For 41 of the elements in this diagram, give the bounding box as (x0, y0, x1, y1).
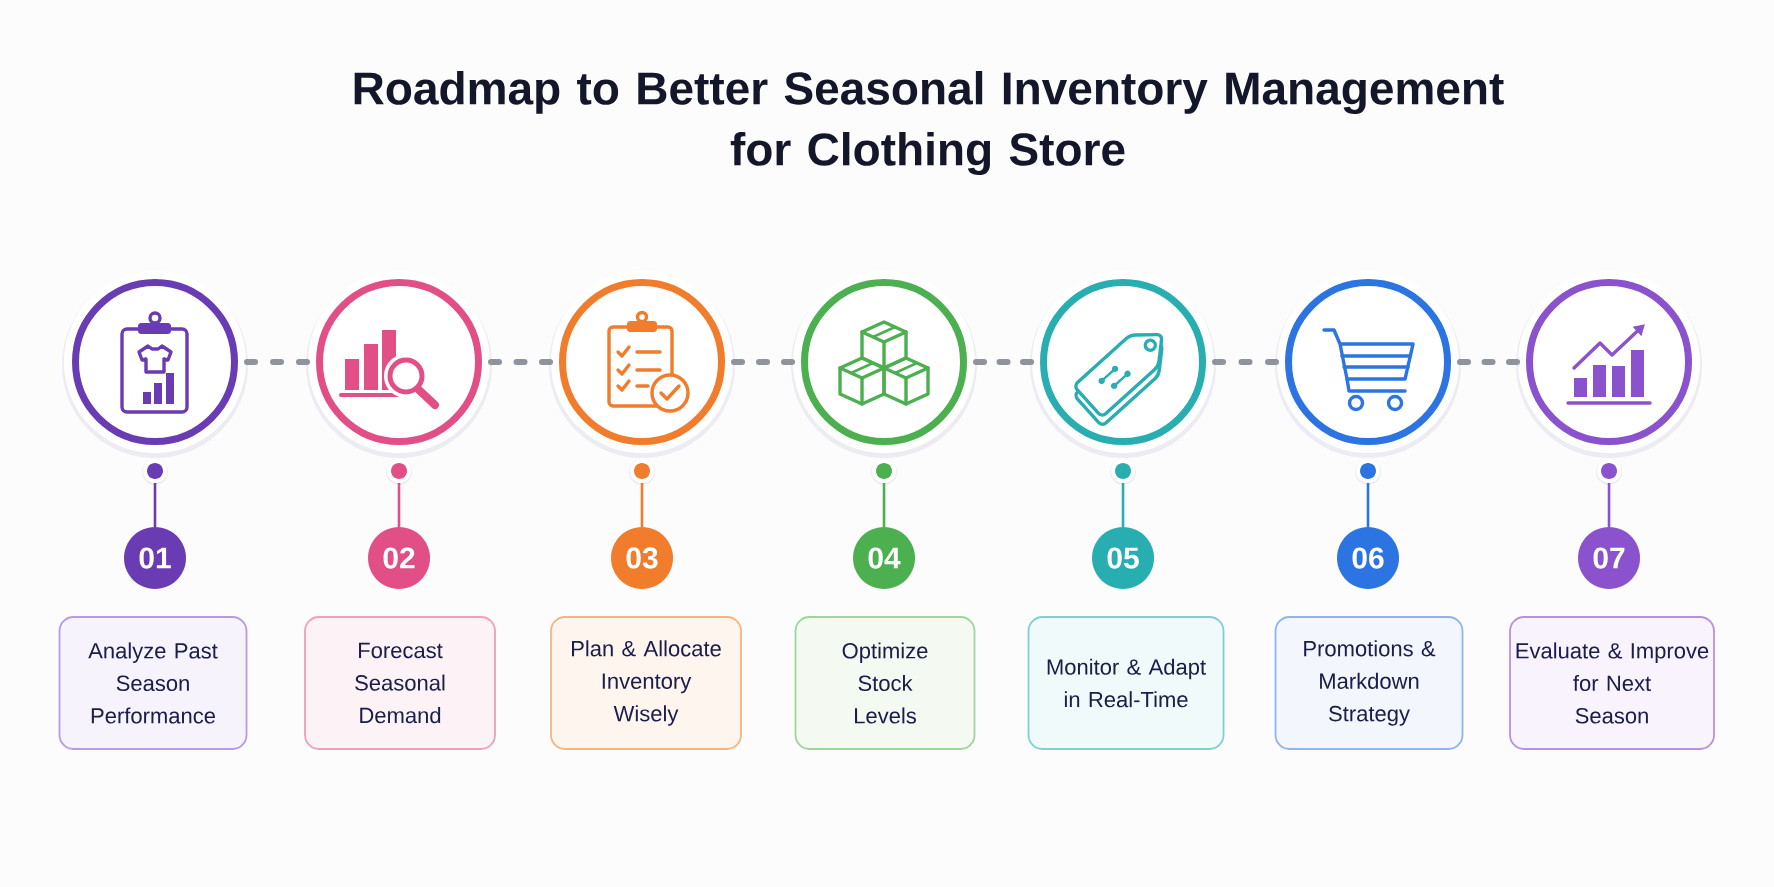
step-card: Analyze Past Season Performance (58, 616, 248, 750)
connector-line (640, 483, 644, 527)
step-card: Evaluate & Improve for Next Season (1509, 616, 1715, 750)
dashed-line (973, 359, 1034, 365)
step-card: Optimize Stock Levels (794, 616, 976, 750)
connector-line (153, 483, 157, 527)
number-badge: 01 (124, 527, 186, 589)
dot (1110, 459, 1136, 485)
dashed-line (731, 359, 795, 365)
number-badge: 05 (1092, 527, 1154, 589)
dot (142, 459, 168, 485)
circle-frame (62, 271, 248, 458)
dot (871, 459, 897, 485)
dashed-line (244, 359, 310, 365)
circle-frame (1275, 271, 1461, 458)
step-card: Forecast Seasonal Demand (304, 616, 496, 750)
number-badge: 02 (368, 527, 430, 589)
number-badge: 06 (1337, 527, 1399, 589)
circle-frame (549, 271, 735, 458)
step-card: Plan & Allocate Inventory Wisely (550, 616, 742, 750)
dot (1596, 459, 1622, 485)
circle-frame (306, 271, 492, 458)
dashed-line (488, 359, 553, 365)
number-badge: 03 (611, 527, 673, 589)
circle-frame (791, 271, 977, 458)
dashed-line (1212, 359, 1279, 365)
number-badge: 04 (853, 527, 915, 589)
connector-line (1607, 483, 1611, 527)
circle-frame (1516, 271, 1702, 458)
title: Roadmap to Better Seasonal Inventory Management for Clothing Store (354, 70, 1504, 176)
dot (1355, 459, 1381, 485)
step-card: Promotions & Markdown Strategy (1274, 616, 1464, 750)
connector-line (1366, 483, 1370, 527)
dot (629, 459, 655, 485)
number-badge: 07 (1578, 527, 1640, 589)
step-card: Monitor & Adapt in Real-Time (1027, 616, 1225, 750)
dashed-line (1457, 359, 1520, 365)
connector-line (882, 483, 886, 527)
connector-line (1121, 483, 1125, 527)
dot (386, 459, 412, 485)
connector-line (397, 483, 401, 527)
